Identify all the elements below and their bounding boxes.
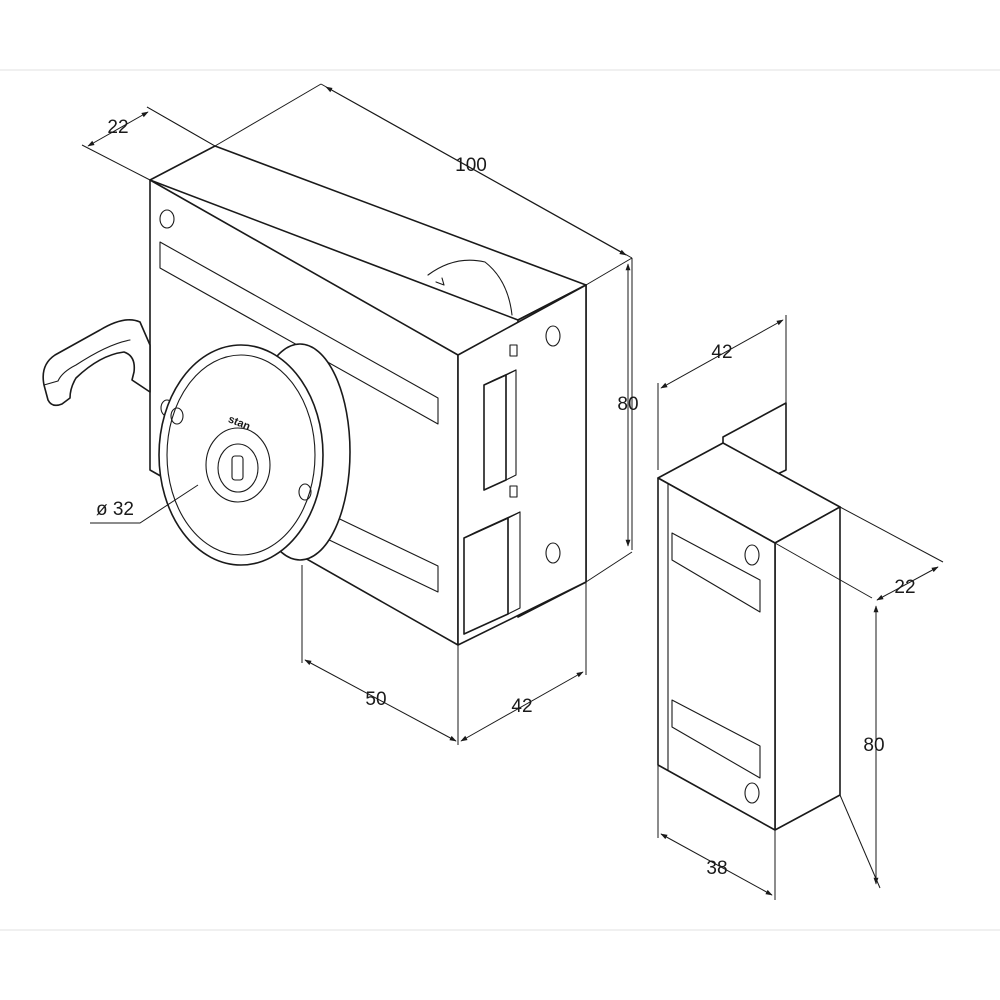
cylinder-face	[205, 427, 271, 503]
strike-side-face	[774, 506, 841, 831]
cylinder-keyway	[231, 455, 244, 481]
strike-plate	[657, 402, 841, 831]
lock-rear-disc	[427, 259, 513, 316]
strike-lower-slot	[671, 699, 761, 779]
lock-screw-hole-top	[159, 209, 175, 229]
dim-lock-height: 80	[617, 394, 638, 415]
dim-strike-base: 38	[706, 858, 727, 879]
dim-strike-depth: 22	[894, 577, 915, 598]
strike-upper-slot	[671, 532, 761, 613]
strike-hole-top	[744, 544, 760, 566]
lock-dimensions: 22 100 80 ø 32 50 42	[81, 83, 639, 745]
forend-screw-hole-bottom	[545, 542, 561, 564]
lock-upper-slot	[159, 241, 439, 425]
cylinder-screw-right	[298, 483, 312, 501]
snib-handle-edge	[43, 339, 131, 386]
cylinder-plug	[217, 443, 259, 493]
forend-screw-hole-top	[545, 325, 561, 347]
strike-dimensions: 42 22 80 38	[657, 315, 944, 900]
lock-body: stan	[42, 145, 587, 646]
cylinder-rose-inner	[166, 354, 316, 556]
snib-handle	[42, 319, 151, 407]
dim-cylinder-offset: 50	[365, 689, 386, 710]
dim-strike-height: 80	[863, 735, 884, 756]
dim-cylinder-diameter: ø 32	[96, 499, 134, 520]
cylinder-rose	[158, 344, 324, 566]
dim-lock-width: 100	[455, 155, 487, 176]
lock-rear-disc-tab	[435, 277, 445, 286]
strike-hole-bottom	[744, 782, 760, 804]
latch-bolt	[483, 344, 518, 498]
dim-lock-thickness: 42	[511, 696, 532, 717]
cylinder-assembly: stan	[158, 343, 351, 566]
dim-strike-width: 42	[711, 342, 732, 363]
cylinder-screw-left	[170, 407, 184, 425]
dead-bolt	[463, 511, 521, 635]
dim-lock-depth: 22	[107, 117, 128, 138]
